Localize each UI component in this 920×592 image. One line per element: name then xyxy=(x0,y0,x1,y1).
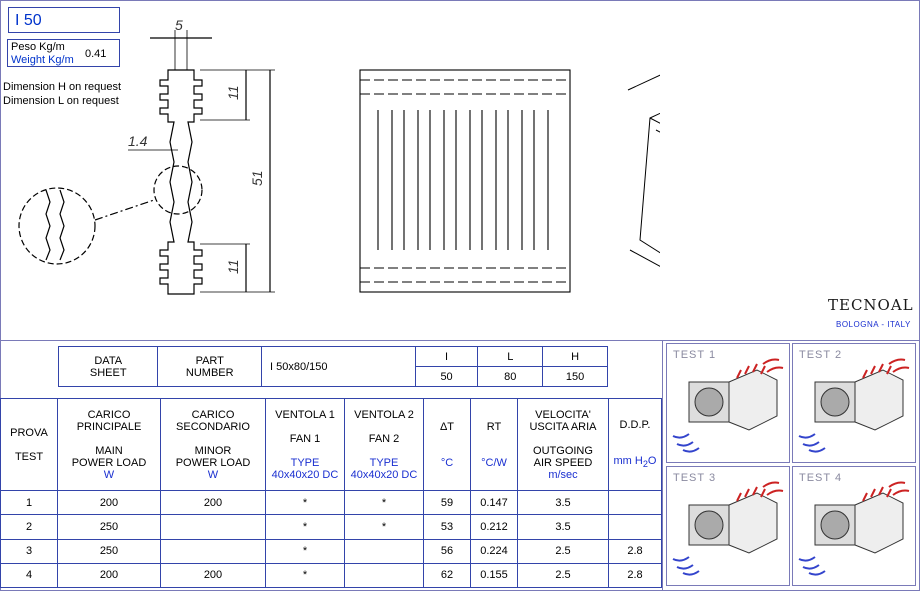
cell-ddp: 2.8 xyxy=(608,538,662,564)
test-label: TEST 1 xyxy=(673,349,717,361)
cell-rt: 0.155 xyxy=(470,562,518,589)
cell-minor-load xyxy=(160,538,266,564)
weight-box: Peso Kg/m Weight Kg/m 0.41 xyxy=(7,39,120,67)
dim-l-value: 80 xyxy=(477,366,544,387)
table-row: 2 250 * * 53 0.212 3.5 xyxy=(0,514,662,540)
test-divider xyxy=(662,340,663,590)
cell-test: 4 xyxy=(0,562,58,589)
table-row: 3 250 * 56 0.224 2.5 2.8 xyxy=(0,538,662,564)
cell-fan1: * xyxy=(265,489,345,516)
cell-fan1: * xyxy=(265,514,345,540)
cell-main-load: 200 xyxy=(57,562,161,589)
cell-main-load: 200 xyxy=(57,489,161,516)
part-code-box: I 50 xyxy=(8,7,120,33)
dim-fin-thickness: 1.4 xyxy=(128,133,148,149)
cell-fan2 xyxy=(344,562,424,589)
heatsink-front-view xyxy=(359,69,571,293)
table-row: 4 200 200 * 62 0.155 2.5 2.8 xyxy=(0,562,662,589)
fan-heatsink-illustration xyxy=(672,481,784,576)
cell-delta-t: 62 xyxy=(423,562,471,589)
test-label: TEST 4 xyxy=(799,472,843,484)
cell-air-speed: 2.5 xyxy=(517,562,609,589)
test-label: TEST 2 xyxy=(799,349,843,361)
dim-i-value: 50 xyxy=(414,366,479,387)
cell-fan2 xyxy=(344,538,424,564)
fan-heatsink-illustration xyxy=(672,358,784,453)
dim-top-width: 5 xyxy=(175,17,183,33)
weight-value: 0.41 xyxy=(85,48,107,60)
cell-minor-load: 200 xyxy=(160,489,266,516)
cell-rt: 0.212 xyxy=(470,514,518,540)
cell-fan2: * xyxy=(344,514,424,540)
cell-minor-load: 200 xyxy=(160,562,266,589)
part-value: I 50x80/150 xyxy=(261,346,416,387)
cell-rt: 0.147 xyxy=(470,489,518,516)
cell-ddp xyxy=(608,489,662,516)
note-l: Dimension L on request xyxy=(3,95,119,107)
heatsink-isometric xyxy=(627,74,660,267)
weight-label-it: Peso Kg/m xyxy=(11,41,65,53)
profile-drawing: 5 1.4 51 11 11 H L xyxy=(18,17,660,295)
cell-delta-t: 53 xyxy=(423,514,471,540)
dim-h-header: H xyxy=(542,346,608,367)
cell-fan1: * xyxy=(265,538,345,564)
col-rt: RT°C/W xyxy=(470,398,518,491)
fan-heatsink-illustration xyxy=(798,481,910,576)
test-panel-1: TEST 1 xyxy=(666,343,790,463)
col-ddp: D.D.P.mm H2O xyxy=(608,398,662,491)
test-panel-2: TEST 2 xyxy=(792,343,916,463)
cell-test: 3 xyxy=(0,538,58,564)
dim-upper-slot: 11 xyxy=(225,85,241,100)
cell-ddp: 2.8 xyxy=(608,562,662,589)
cell-air-speed: 2.5 xyxy=(517,538,609,564)
cell-fan1: * xyxy=(265,562,345,589)
cell-delta-t: 56 xyxy=(423,538,471,564)
cell-main-load: 250 xyxy=(57,538,161,564)
cell-test: 1 xyxy=(0,489,58,516)
test-panel-4: TEST 4 xyxy=(792,466,916,586)
cell-rt: 0.224 xyxy=(470,538,518,564)
cell-main-load: 250 xyxy=(57,514,161,540)
company-logo: TECNOAL xyxy=(828,296,914,314)
cell-test: 2 xyxy=(0,514,58,540)
company-location: BOLOGNA - ITALY xyxy=(836,320,911,329)
table-row: 1 200 200 * * 59 0.147 3.5 xyxy=(0,489,662,516)
cell-air-speed: 3.5 xyxy=(517,514,609,540)
note-h: Dimension H on request xyxy=(3,81,122,93)
cell-fan2: * xyxy=(344,489,424,516)
dim-total-height: 51 xyxy=(249,170,265,186)
weight-label-en: Weight Kg/m xyxy=(11,54,74,66)
cell-ddp xyxy=(608,514,662,540)
fan-heatsink-illustration xyxy=(798,358,910,453)
cell-air-speed: 3.5 xyxy=(517,489,609,516)
col-delta-t: ΔT°C xyxy=(423,398,471,491)
dim-l-header: L xyxy=(477,346,544,367)
dim-i-header: I xyxy=(414,346,479,367)
test-panel-3: TEST 3 xyxy=(666,466,790,586)
test-label: TEST 3 xyxy=(673,472,717,484)
section-divider xyxy=(0,340,920,341)
cell-delta-t: 59 xyxy=(423,489,471,516)
cell-minor-load xyxy=(160,514,266,540)
dim-h-value: 150 xyxy=(542,366,608,387)
profile-outline xyxy=(159,69,203,295)
dim-lower-slot: 11 xyxy=(225,259,241,274)
